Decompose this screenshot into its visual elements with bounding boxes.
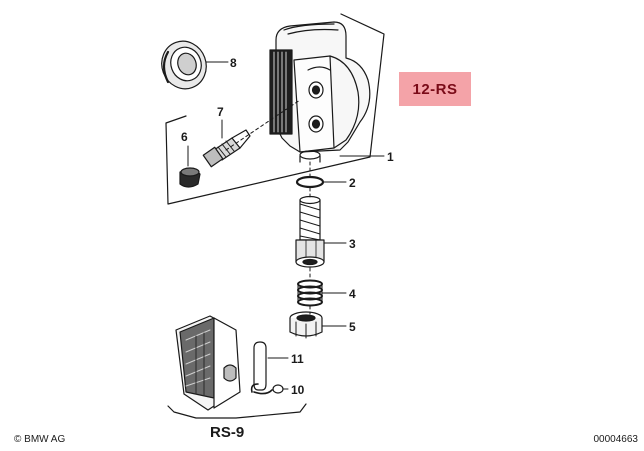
clip — [250, 383, 273, 395]
o-ring — [295, 175, 325, 189]
callout-4: 4 — [349, 287, 356, 301]
callout-5: 5 — [349, 320, 356, 334]
bleed-screw — [202, 129, 251, 168]
callout-11: 11 — [291, 352, 304, 366]
image-number: 00004663 — [593, 434, 639, 445]
callout-2: 2 — [349, 176, 356, 190]
callout-10: 10 — [291, 383, 305, 397]
dust-cap — [161, 40, 207, 90]
callout-6: 6 — [181, 130, 188, 144]
callout-8: 8 — [230, 56, 237, 70]
bleed-cap — [179, 167, 201, 188]
banjo-bolt — [295, 195, 325, 268]
brake-pad — [175, 315, 241, 411]
retaining-pin — [253, 341, 267, 391]
callout-1: 1 — [387, 150, 394, 164]
caliper-housing — [269, 21, 371, 163]
model-badge: 12-RS — [399, 72, 471, 106]
group-label-rs9: RS-9 — [210, 424, 244, 441]
copyright-text: © BMW AG — [14, 434, 66, 445]
leader-lines — [187, 61, 385, 390]
callout-3: 3 — [349, 237, 356, 251]
clip-ring — [272, 384, 284, 394]
assembly-bracket — [165, 13, 385, 205]
spring — [297, 279, 323, 307]
hex-plug — [289, 311, 323, 339]
callout-7: 7 — [217, 105, 224, 119]
group-bracket — [167, 403, 307, 419]
